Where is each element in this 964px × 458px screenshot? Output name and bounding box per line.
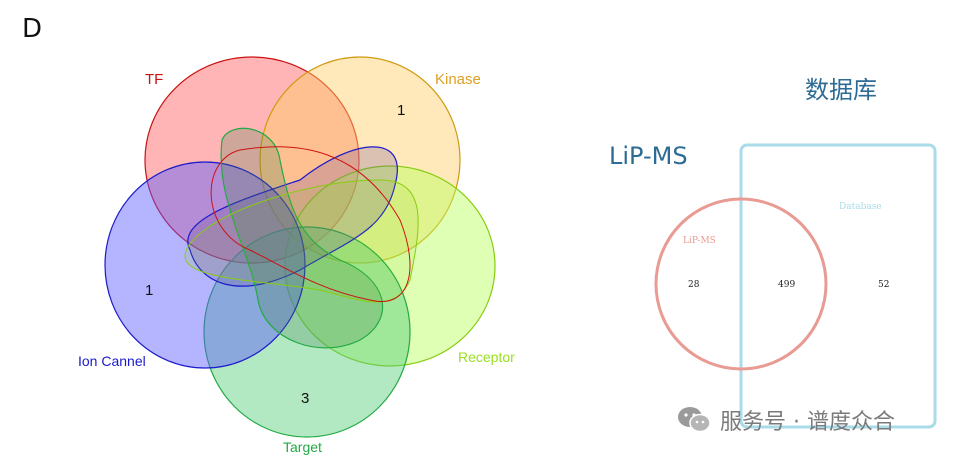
venn-label-receptor: Receptor <box>458 349 515 365</box>
venn-label-tf: TF <box>145 71 163 88</box>
venn-label-ion-cannel: Ion Cannel <box>78 353 146 369</box>
lipms-title: LiP-MS <box>609 142 688 170</box>
venn-set-receptor <box>284 165 496 367</box>
venn-count-kinase-only: 1 <box>397 102 405 119</box>
venn-set-ion-cannel <box>104 161 306 369</box>
venn-lobe-diagonal <box>184 179 419 303</box>
venn-set-lipms <box>654 197 828 371</box>
venn-lobe-red <box>210 146 411 302</box>
watermark-text: 服务号 · 谱度众合 <box>720 410 895 435</box>
wechat-icon <box>678 407 711 433</box>
panel-label: D <box>22 14 43 44</box>
venn-count-database-only: 52 <box>878 280 889 290</box>
two-set-venn-diagram: Database LiP-MS 28 499 52 <box>654 143 937 429</box>
watermark: 服务号 · 谱度众合 <box>676 402 895 438</box>
database-title: 数据库 <box>805 76 877 104</box>
venn-label-database: Database <box>839 202 882 212</box>
venn-label-target: Target <box>283 439 322 455</box>
venn-set-database <box>739 143 937 429</box>
venn-count-both: 499 <box>778 280 795 290</box>
venn-set-kinase <box>259 56 461 264</box>
venn-label-lipms: LiP-MS <box>683 236 716 246</box>
venn-count-lipms-only: 28 <box>688 280 700 290</box>
venn-set-target <box>203 226 411 438</box>
venn-label-kinase: Kinase <box>435 71 481 88</box>
venn-lobe-horizontal <box>187 146 398 287</box>
venn-count-ion-cannel-only: 1 <box>145 282 153 299</box>
venn-set-tf <box>144 56 360 264</box>
venn-count-target-only: 3 <box>301 390 309 407</box>
